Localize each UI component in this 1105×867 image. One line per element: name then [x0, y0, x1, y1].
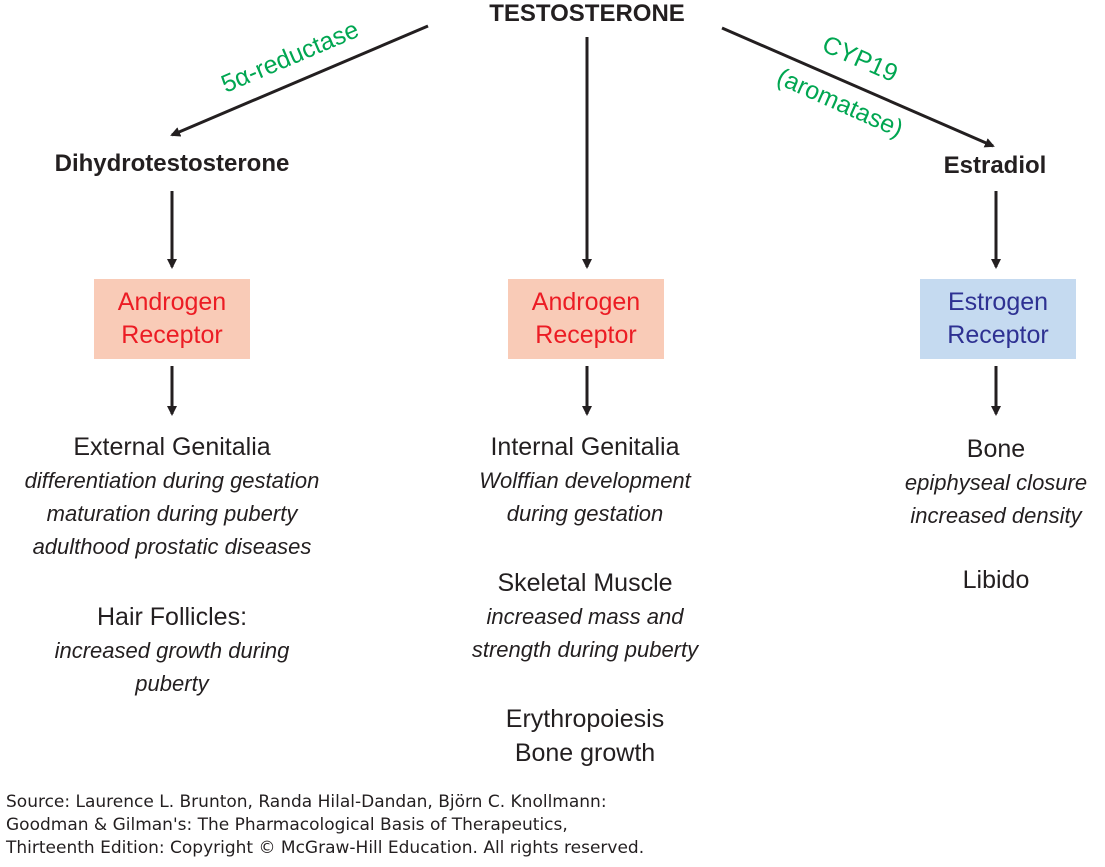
testosterone-label: TESTOSTERONE [489, 0, 685, 27]
skeletal-muscle-desc-2: strength during puberty [471, 637, 699, 662]
bone-growth-heading: Bone growth [514, 739, 656, 767]
arrow-to-estradiol [721, 26, 995, 148]
external-genitalia-desc-3: adulthood prostatic diseases [32, 534, 312, 559]
hair-follicles-desc-2: puberty [135, 671, 209, 696]
center-effects: Internal Genitalia Wolffian development … [420, 430, 750, 770]
center-receptor-line2: Receptor [535, 321, 637, 349]
estrogen-receptor-box: Estrogen Receptor [920, 279, 1076, 359]
source-line-2: Goodman & Gilman's: The Pharmacological … [6, 815, 568, 835]
skeletal-muscle-heading: Skeletal Muscle [497, 569, 673, 597]
estradiol-label: Estradiol [943, 152, 1047, 179]
dihydrotestosterone-label: Dihydrotestosterone [54, 150, 290, 177]
internal-genitalia-heading: Internal Genitalia [490, 433, 680, 461]
hair-follicles-desc-1: increased growth during [54, 638, 290, 663]
libido-heading: Libido [962, 566, 1030, 594]
right-effects: Bone epiphyseal closure increased densit… [886, 432, 1105, 597]
skeletal-muscle-desc-1: increased mass and [486, 604, 684, 629]
left-androgen-receptor-box: Androgen Receptor [94, 279, 250, 359]
external-genitalia-heading: External Genitalia [73, 433, 271, 461]
right-receptor-line2: Receptor [947, 321, 1049, 349]
bone-desc-1: epiphyseal closure [904, 470, 1088, 495]
external-genitalia-desc-2: maturation during puberty [46, 501, 298, 526]
right-receptor-line1: Estrogen [947, 288, 1049, 316]
arrow-to-dihydrotestosterone [170, 24, 429, 137]
left-effects: External Genitalia differentiation durin… [0, 430, 344, 700]
external-genitalia-desc-1: differentiation during gestation [24, 468, 320, 493]
bone-desc-2: increased density [910, 503, 1082, 528]
internal-genitalia-desc-2: during gestation [506, 501, 664, 526]
center-androgen-receptor-box: Androgen Receptor [508, 279, 664, 359]
source-line-3: Thirteenth Edition: Copyright © McGraw-H… [6, 838, 645, 858]
source-citation: Source: Laurence L. Brunton, Randa Hilal… [6, 791, 644, 860]
center-receptor-line1: Androgen [531, 288, 641, 316]
left-receptor-line2: Receptor [121, 321, 223, 349]
source-line-1: Source: Laurence L. Brunton, Randa Hilal… [6, 792, 607, 812]
hair-follicles-heading: Hair Follicles: [96, 603, 248, 631]
internal-genitalia-desc-1: Wolffian development [479, 468, 691, 493]
left-receptor-line1: Androgen [117, 288, 227, 316]
bone-heading: Bone [966, 435, 1026, 463]
erythropoiesis-heading: Erythropoiesis [505, 705, 665, 733]
